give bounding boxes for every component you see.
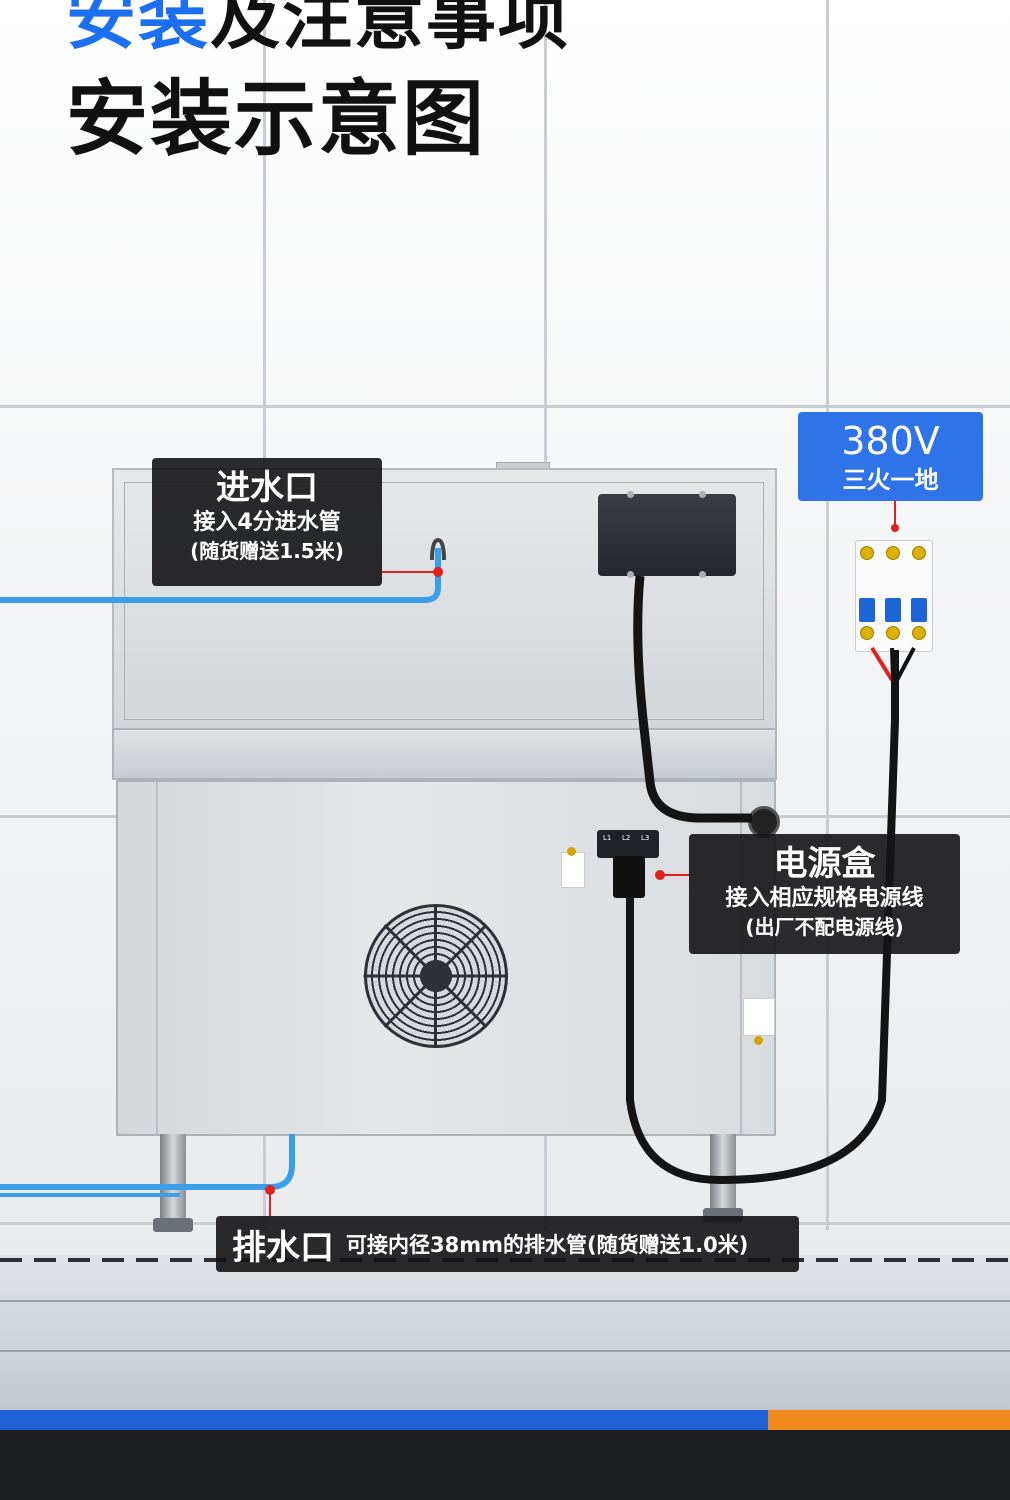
- wire-black-2: [895, 647, 916, 681]
- footer: [0, 1430, 1010, 1500]
- floor-line: [0, 1300, 1010, 1302]
- inlet-line2: (随货赠送1.5米): [190, 539, 344, 563]
- tile-grout-v: [826, 0, 829, 1230]
- power-line1: 接入相应规格电源线: [725, 886, 924, 911]
- inlet-line1: 接入4分进水管: [193, 510, 341, 535]
- breaker-screw: [886, 626, 900, 640]
- machine-foot: [153, 1218, 193, 1232]
- breaker-screw: [860, 626, 874, 640]
- footer-bar-orange: [768, 1410, 1010, 1430]
- drain-title: 排水口: [232, 1227, 334, 1268]
- fan-hub: [421, 961, 451, 991]
- inlet-callout: 进水口 接入4分进水管 (随货赠送1.5米): [152, 458, 382, 586]
- breaker-screw: [912, 546, 926, 560]
- breaker-screw: [912, 626, 926, 640]
- power-leader-dot: [655, 870, 665, 880]
- drain-leader-dot: [265, 1185, 275, 1195]
- voltage-leader-dot: [891, 524, 899, 532]
- breaker-screw: [886, 546, 900, 560]
- power-terminal-block: [597, 830, 659, 858]
- control-cable: [633, 575, 752, 823]
- section-heading: 安装及注意事项: [66, 0, 570, 63]
- machine-control-box: [598, 494, 736, 576]
- breaker-toggle: [911, 598, 927, 622]
- power-plug: [613, 856, 645, 898]
- power-title: 电源盒: [773, 844, 876, 884]
- heading-rest: 及注意事项: [210, 0, 570, 59]
- voltage-badge: 380V 三火一地: [798, 412, 983, 501]
- wire-red: [870, 646, 894, 682]
- breaker-toggle: [859, 598, 875, 622]
- breaker-toggle: [885, 598, 901, 622]
- ground-bolt: [567, 847, 576, 856]
- inlet-pipe: [0, 548, 441, 603]
- voltage-sub: 三火一地: [842, 466, 939, 494]
- machine-leg: [710, 1134, 736, 1214]
- machine-leg: [160, 1134, 186, 1224]
- drain-pipe: [0, 1134, 295, 1190]
- terminal-label-l2: L2: [622, 834, 631, 842]
- power-callout: 电源盒 接入相应规格电源线 (出厂不配电源线): [689, 834, 960, 954]
- inlet-leader-dot: [433, 567, 443, 577]
- machine-lower-inset: [156, 782, 742, 1134]
- power-line2: (出厂不配电源线): [745, 915, 904, 939]
- floor: [0, 1255, 1010, 1410]
- page-title: 安装示意图: [66, 72, 487, 167]
- screw: [699, 571, 706, 578]
- inlet-hook: [430, 537, 446, 561]
- voltage-value: 380V: [841, 419, 940, 463]
- main-power-cable: [626, 650, 899, 1185]
- footer-bar-blue: [0, 1410, 768, 1430]
- screw: [627, 491, 634, 498]
- ground-symbol-icon: [743, 998, 775, 1036]
- ground-bolt: [754, 1036, 763, 1045]
- breaker-screw: [860, 546, 874, 560]
- machine-ledge: [112, 728, 777, 780]
- drain-desc: 可接内径38mm的排水管(随货赠送1.0米): [346, 1233, 749, 1257]
- floor-line: [0, 1350, 1010, 1352]
- ground-symbol-icon: [561, 852, 585, 888]
- tile-grout-h: [0, 405, 1010, 408]
- terminal-label-l1: L1: [603, 834, 612, 842]
- screw: [627, 571, 634, 578]
- terminal-label-l3: L3: [641, 834, 650, 842]
- wire-black: [890, 647, 895, 681]
- drain-callout: 排水口 可接内径38mm的排水管(随货赠送1.0米): [216, 1216, 799, 1272]
- inlet-title: 进水口: [216, 468, 318, 508]
- heading-accent: 安装: [66, 0, 210, 59]
- screw: [699, 491, 706, 498]
